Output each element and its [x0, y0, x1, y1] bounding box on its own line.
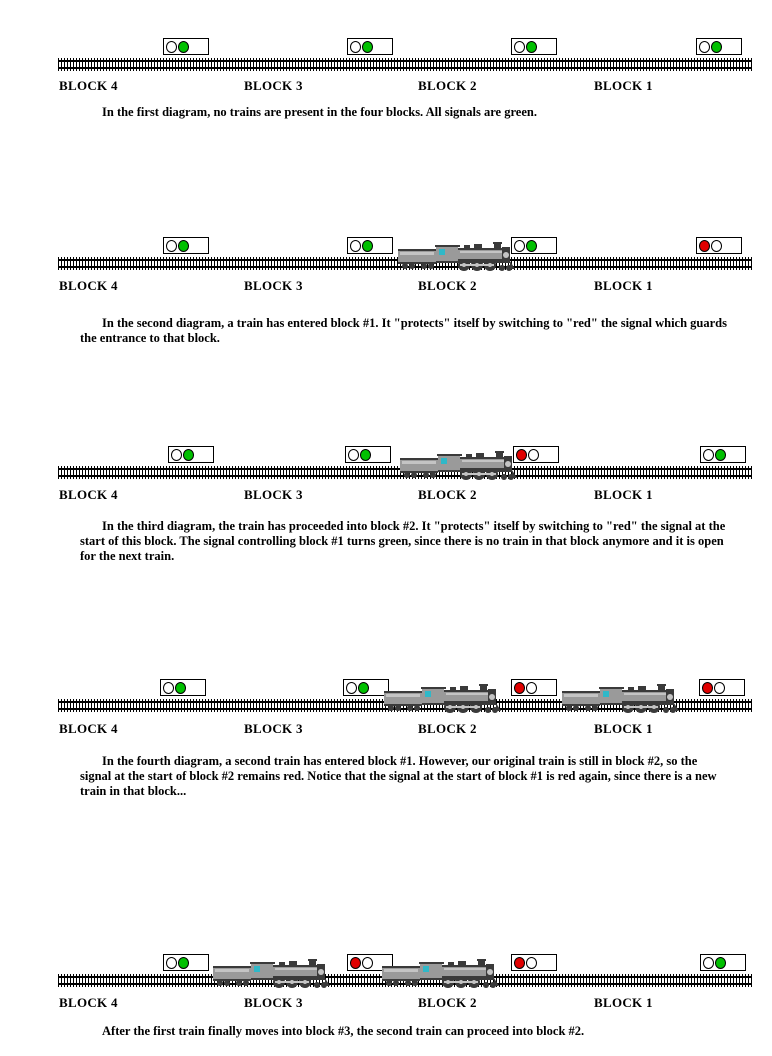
signal-lamp-red	[163, 681, 174, 694]
diagram-caption: In the third diagram, the train has proc…	[80, 519, 726, 563]
signal-block-4[interactable]	[163, 954, 209, 971]
signal-block-3[interactable]	[345, 446, 391, 463]
signal-lamp-green	[362, 40, 373, 53]
signal-lamp-red	[514, 239, 525, 252]
block-label-block-4: BLOCK 4	[59, 995, 118, 1010]
signal-block-2[interactable]	[513, 446, 559, 463]
signal-lamp-red	[702, 681, 713, 694]
block-label-block-1: BLOCK 1	[594, 995, 653, 1010]
signal-lamp-red	[346, 681, 357, 694]
block-label-block-1: BLOCK 1	[594, 78, 653, 93]
block-label-block-2: BLOCK 2	[418, 78, 477, 93]
signal-lamp-green	[528, 448, 539, 461]
signal-lamp-red	[699, 239, 710, 252]
signal-block-1[interactable]	[699, 679, 745, 696]
signal-lamp-green	[178, 40, 189, 53]
signal-lamp-red	[514, 956, 525, 969]
block-label-block-1: BLOCK 1	[594, 487, 653, 502]
train-gray: .b-main{fill:#9a9a9a;}.b-dark{fill:#3a3a…	[562, 683, 680, 715]
signal-lamp-green	[711, 40, 722, 53]
signal-block-2[interactable]	[511, 237, 557, 254]
signal-lamp-green	[711, 239, 722, 252]
signal-block-3[interactable]	[347, 237, 393, 254]
block-label-block-4: BLOCK 4	[59, 278, 118, 293]
signal-block-1[interactable]	[696, 237, 742, 254]
signal-lamp-green	[526, 40, 537, 53]
signal-lamp-red	[348, 448, 359, 461]
diagram-caption: After the first train finally moves into…	[102, 1024, 585, 1038]
signal-lamp-red	[514, 681, 525, 694]
signal-block-3[interactable]	[347, 38, 393, 55]
signal-lamp-green	[358, 681, 369, 694]
block-label-block-3: BLOCK 3	[244, 995, 303, 1010]
block-label-block-3: BLOCK 3	[244, 278, 303, 293]
block-label-block-3: BLOCK 3	[244, 78, 303, 93]
signal-lamp-red	[350, 40, 361, 53]
block-label-block-1: BLOCK 1	[594, 721, 653, 736]
signal-lamp-green	[715, 448, 726, 461]
block-label-block-4: BLOCK 4	[59, 78, 118, 93]
train-green: .b-main{fill:#1d7a1d;}.b-dark{fill:#0c4f…	[400, 450, 518, 482]
signal-lamp-green	[715, 956, 726, 969]
block-label-block-2: BLOCK 2	[418, 487, 477, 502]
signal-block-4[interactable]	[163, 237, 209, 254]
block-label-block-2: BLOCK 2	[418, 278, 477, 293]
signal-block-3[interactable]	[347, 954, 393, 971]
signal-lamp-red	[350, 956, 361, 969]
signal-lamp-green	[178, 239, 189, 252]
block-label-block-2: BLOCK 2	[418, 721, 477, 736]
diagram-caption: In the first diagram, no trains are pres…	[102, 105, 537, 119]
signal-block-4[interactable]	[163, 38, 209, 55]
signal-lamp-green	[360, 448, 371, 461]
signal-lamp-green	[714, 681, 725, 694]
signal-lamp-red	[703, 956, 714, 969]
signal-lamp-red	[166, 956, 177, 969]
signal-lamp-green	[526, 681, 537, 694]
diagram-caption: In the fourth diagram, a second train ha…	[80, 754, 717, 798]
signal-lamp-red	[699, 40, 710, 53]
signal-lamp-green	[183, 448, 194, 461]
signal-lamp-green	[362, 239, 373, 252]
signal-block-3[interactable]	[343, 679, 389, 696]
signal-lamp-green	[175, 681, 186, 694]
block-label-block-1: BLOCK 1	[594, 278, 653, 293]
signal-lamp-red	[171, 448, 182, 461]
railroad-track	[58, 58, 752, 71]
signal-lamp-green	[178, 956, 189, 969]
signal-lamp-green	[526, 239, 537, 252]
block-label-block-4: BLOCK 4	[59, 721, 118, 736]
signal-block-2[interactable]	[511, 954, 557, 971]
diagram-caption: In the second diagram, a train has enter…	[80, 316, 727, 345]
block-label-block-4: BLOCK 4	[59, 487, 118, 502]
signal-block-1[interactable]	[700, 954, 746, 971]
signal-lamp-red	[703, 448, 714, 461]
signal-block-1[interactable]	[700, 446, 746, 463]
signal-block-2[interactable]	[511, 679, 557, 696]
train-green: .b-main{fill:#1d7a1d;}.b-dark{fill:#0c4f…	[213, 958, 331, 990]
block-label-block-3: BLOCK 3	[244, 487, 303, 502]
signal-block-2[interactable]	[511, 38, 557, 55]
signal-lamp-green	[526, 956, 537, 969]
signal-lamp-green	[362, 956, 373, 969]
signal-block-4[interactable]	[160, 679, 206, 696]
train-gray: .b-main{fill:#9a9a9a;}.b-dark{fill:#3a3a…	[382, 958, 500, 990]
signal-lamp-red	[350, 239, 361, 252]
block-label-block-3: BLOCK 3	[244, 721, 303, 736]
train-green: .b-main{fill:#1d7a1d;}.b-dark{fill:#0c4f…	[384, 683, 502, 715]
signal-block-1[interactable]	[696, 38, 742, 55]
train-green: .b-main{fill:#1d7a1d;}.b-dark{fill:#0c4f…	[398, 241, 516, 273]
signal-lamp-red	[166, 239, 177, 252]
signal-lamp-red	[514, 40, 525, 53]
signal-lamp-red	[166, 40, 177, 53]
signal-block-4[interactable]	[168, 446, 214, 463]
signal-lamp-red	[516, 448, 527, 461]
block-label-block-2: BLOCK 2	[418, 995, 477, 1010]
